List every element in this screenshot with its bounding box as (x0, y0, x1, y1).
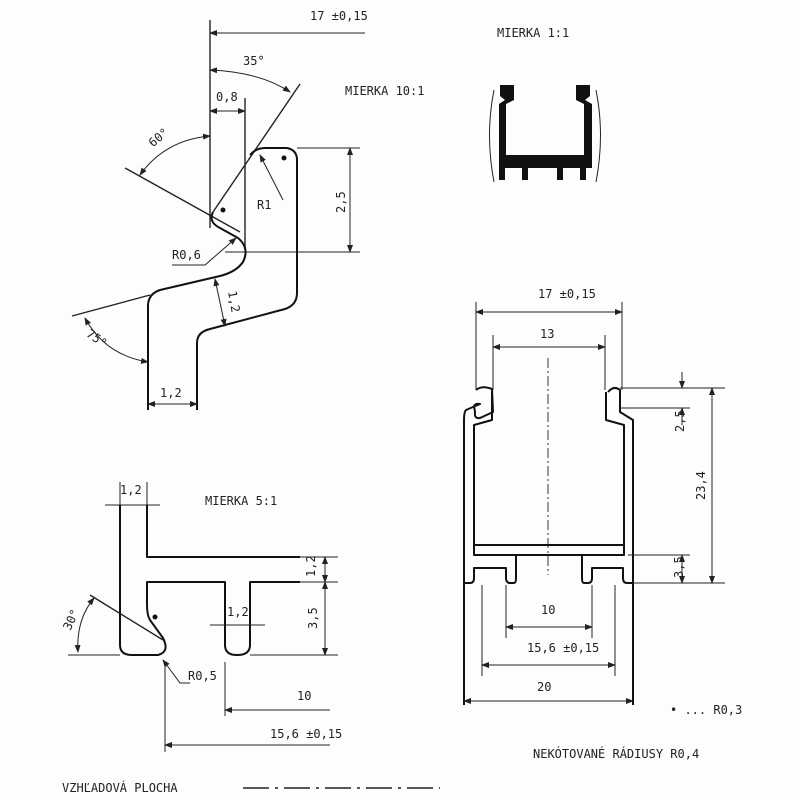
angle-60-label: 60° (146, 125, 172, 150)
dim-1-2-top-label: 1,2 (120, 483, 142, 497)
dim-0-8-label: 0,8 (216, 90, 238, 104)
dim-2-5-label: 2,5 (334, 191, 348, 213)
dim-1-2-slant-label: 1,2 (225, 290, 243, 314)
scale-10x-label: MIERKA 10:1 (345, 84, 424, 98)
main-profile-outline (463, 386, 634, 584)
scale-5x-label: MIERKA 5:1 (205, 494, 277, 508)
dim-3-5-label: 3,5 (306, 607, 320, 629)
main-dim-15-6-label: 15,6 ±0,15 (527, 641, 599, 655)
radius-r1-label: R1 (257, 198, 271, 212)
dim-10-label: 10 (297, 689, 311, 703)
radius-r0-5-label: R0,5 (188, 669, 217, 683)
profile-5x-outline (119, 505, 300, 656)
main-profile: 17 ±0,15 13 2,5 23,4 3,5 10 15,6 ±0,15 2… (463, 287, 725, 705)
radius-r0-6-label: R0,6 (172, 248, 201, 262)
unmarked-radii-note: NEKÓTOVANÉ RÁDIUSY R0,4 (533, 746, 699, 761)
visible-surface-note: VZHĽADOVÁ PLOCHA (62, 780, 178, 795)
scale-1x-label: MIERKA 1:1 (497, 26, 569, 40)
main-dim-2-5-label: 2,5 (673, 410, 687, 432)
main-dim-23-4-label: 23,4 (694, 471, 708, 500)
dim-1-2-right-label: 1,2 (304, 555, 318, 577)
dim-15-6-label: 15,6 ±0,15 (270, 727, 342, 741)
detail-5x: 1,2 MIERKA 5:1 1,2 3,5 1,2 30° R0,5 10 1… (60, 482, 342, 752)
main-dim-10-label: 10 (541, 603, 555, 617)
dim-1-2-slot-label: 1,2 (227, 605, 249, 619)
main-dim-13-label: 13 (540, 327, 554, 341)
angle-75-label: 75° (84, 327, 110, 351)
detail-1x: MIERKA 1:1 (489, 26, 601, 183)
dim-17-label: 17 ±0,15 (310, 9, 368, 23)
notes: • ... R0,3 NEKÓTOVANÉ RÁDIUSY R0,4 VZHĽA… (62, 703, 742, 795)
angle-30-label: 30° (60, 607, 82, 633)
profile-outline (147, 211, 247, 410)
angle-35-label: 35° (243, 54, 265, 68)
main-dim-20-label: 20 (537, 680, 551, 694)
detail-10x: 17 ±0,15 35° 0,8 60° 2,5 R1 R0,6 1,2 75°… (71, 9, 424, 410)
dim-1-2-bottom-label: 1,2 (160, 386, 182, 400)
main-dim-17-label: 17 ±0,15 (538, 287, 596, 301)
profile-1x-shape (499, 85, 592, 180)
main-dim-3-5-label: 3,5 (672, 556, 686, 578)
dot-radius-note: • ... R0,3 (670, 703, 742, 717)
